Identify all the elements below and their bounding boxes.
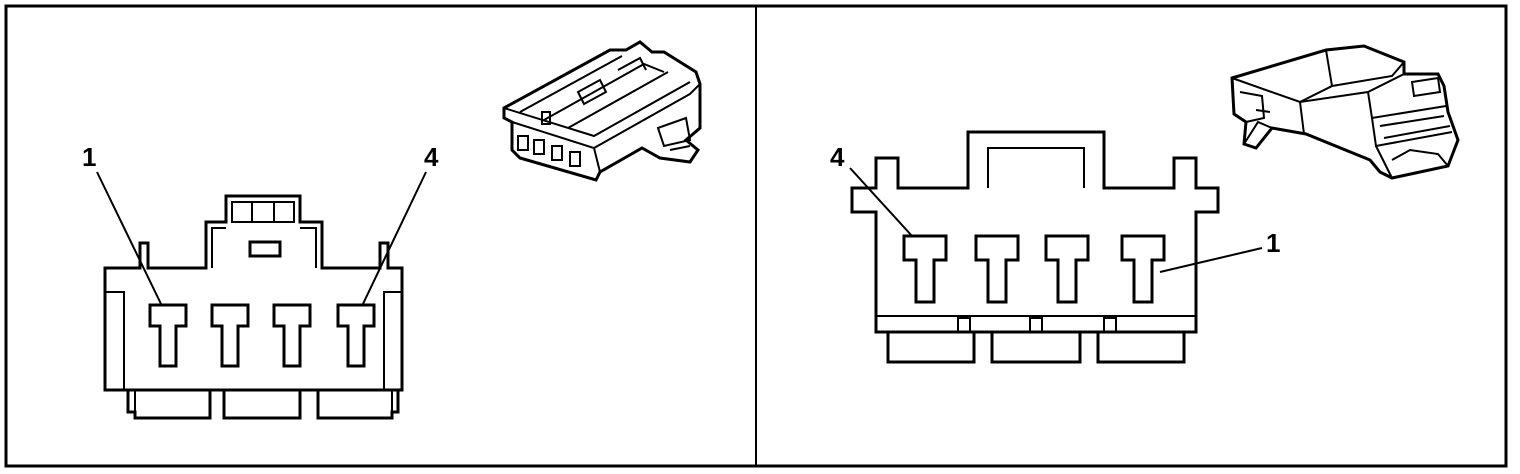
right-terminal-1 <box>1120 234 1166 304</box>
right-leader-4 <box>849 167 913 237</box>
right-terminal-2 <box>1044 234 1090 304</box>
right-leader-1 <box>1159 247 1263 273</box>
left-callout-4: 4 <box>424 142 439 172</box>
left-terminal-2 <box>210 303 250 368</box>
left-leader-1 <box>96 171 163 307</box>
left-panel: 1 4 <box>82 40 702 420</box>
right-callout-1: 1 <box>1266 228 1280 258</box>
left-connector-isometric <box>502 40 702 182</box>
right-terminal-3 <box>974 234 1020 304</box>
left-terminal-3 <box>272 303 312 368</box>
left-leader-4 <box>361 171 427 307</box>
right-callout-4: 4 <box>830 142 845 172</box>
left-connector-face <box>103 194 404 420</box>
right-terminal-4 <box>902 234 948 304</box>
left-terminal-4 <box>336 303 376 368</box>
left-callout-1: 1 <box>82 142 96 172</box>
right-connector-isometric <box>1230 44 1460 180</box>
left-terminal-1 <box>148 303 188 368</box>
right-connector-face <box>850 130 1220 364</box>
right-panel: 4 1 <box>830 44 1460 364</box>
